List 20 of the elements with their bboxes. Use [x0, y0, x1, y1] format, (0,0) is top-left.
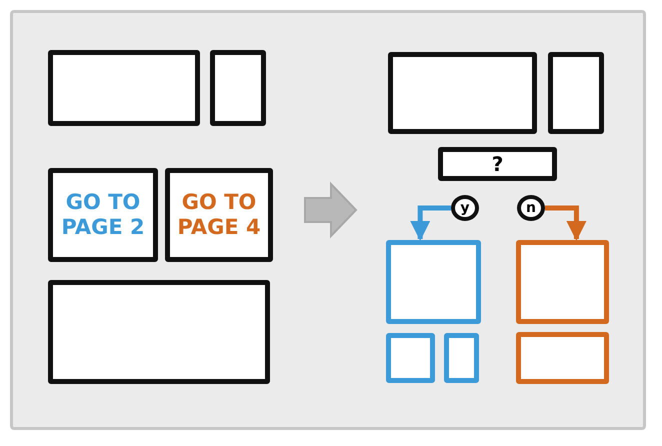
arrow [545, 206, 586, 241]
page-panel [210, 50, 266, 126]
page-panel [388, 52, 537, 134]
panel-text: GO TO PAGE 2 [60, 190, 146, 240]
page-panel [444, 333, 479, 383]
page-panel [516, 332, 609, 384]
page-panel [48, 280, 270, 384]
panel-text: GO TO PAGE 4 [176, 190, 262, 240]
page-panel [165, 168, 273, 262]
answer-letter: y [460, 200, 470, 216]
page-panel [516, 240, 609, 324]
page-panel [48, 168, 158, 262]
answer-letter: n [526, 200, 536, 216]
page-panel [386, 240, 481, 324]
question-mark: ? [492, 152, 504, 176]
arrow [410, 206, 451, 241]
page-panel [386, 333, 435, 383]
question-box [438, 147, 557, 181]
page-panel [48, 50, 200, 126]
page-panel [548, 52, 604, 134]
